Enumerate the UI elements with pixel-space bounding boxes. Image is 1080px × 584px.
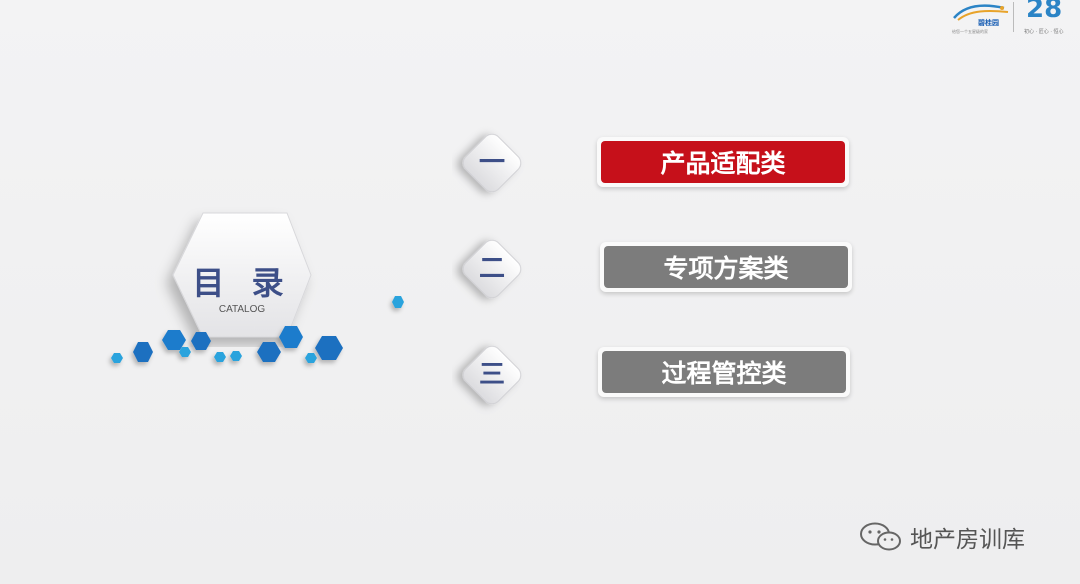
diamond-shape [462, 345, 522, 405]
logo-brand-text: 碧桂园 [978, 19, 999, 27]
item-3-marker: 三 [452, 335, 532, 415]
logo-slogan: 给您一个五星级的家 [952, 29, 988, 34]
hex-dot [133, 342, 153, 362]
hex-dot [191, 332, 211, 350]
hex-dot [392, 296, 404, 308]
hex-dot [162, 330, 186, 350]
hex-dot [315, 336, 343, 360]
hex-dot [279, 326, 303, 348]
item-1-numeral: 一 [478, 148, 505, 178]
watermark: 地产房训库 [858, 520, 1025, 554]
anniversary-number: 28 [1026, 0, 1063, 24]
logo-divider [1013, 2, 1014, 32]
hex-dot [305, 353, 317, 363]
hex-dot [111, 353, 123, 363]
item-1-marker: 一 [452, 123, 532, 203]
hex-dot [214, 352, 226, 362]
item-2-label: 专项方案类 [604, 246, 848, 288]
wechat-icon [860, 522, 901, 551]
item-3-label: 过程管控类 [602, 351, 846, 393]
item-2-button[interactable]: 专项方案类 [600, 242, 852, 292]
item-2-numeral: 二 [478, 254, 505, 284]
watermark-text: 地产房训库 [910, 527, 1025, 553]
item-3-button[interactable]: 过程管控类 [598, 347, 850, 397]
hex-dot [257, 342, 281, 362]
diamond-shape [462, 239, 522, 299]
item-1-label: 产品适配类 [601, 141, 845, 183]
catalog-title: 目 录 [192, 264, 292, 302]
hex-dot [230, 351, 242, 361]
catalog-subtitle: CATALOG [218, 304, 266, 315]
logo-swoosh-icon [953, 4, 1009, 21]
hex-dot [179, 347, 191, 357]
item-2-marker: 二 [452, 229, 532, 309]
anniversary-tagline: 初心 · 匠心 · 恒心 [1024, 29, 1064, 35]
item-3-numeral: 三 [478, 360, 505, 390]
brand-logo: 碧桂园 给您一个五星级的家 28 初心 · 匠心 · 恒心 [940, 0, 1080, 40]
diamond-shape [462, 133, 522, 193]
item-1-button[interactable]: 产品适配类 [597, 137, 849, 187]
decorative-hexagons [111, 296, 404, 363]
